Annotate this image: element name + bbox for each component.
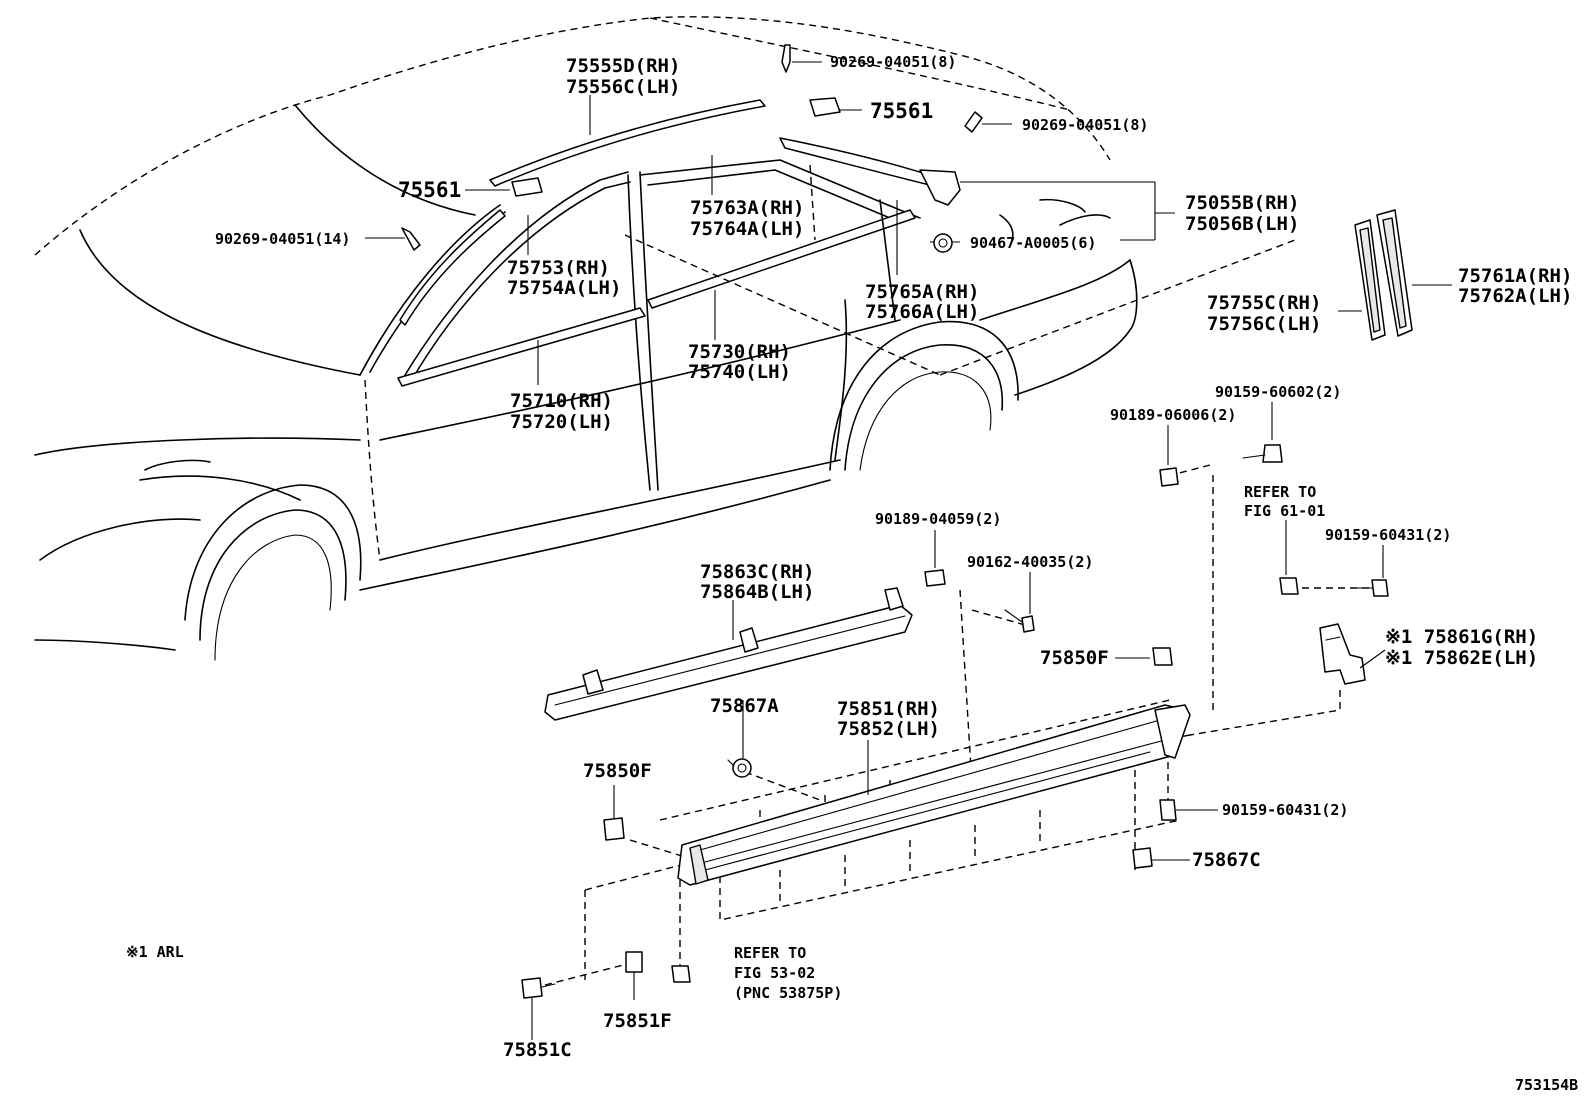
- label-fig-53-02: FIG 53-02: [734, 964, 815, 982]
- label-75851: 75851(RH): [837, 698, 940, 720]
- label-75762a: 75762A(LH): [1458, 285, 1572, 307]
- label-75867c: 75867C: [1192, 849, 1261, 871]
- label-90189-04059: 90189-04059(2): [875, 510, 1001, 528]
- label-75851c: 75851C: [503, 1039, 572, 1061]
- label-75765a: 75765A(RH): [865, 281, 979, 303]
- label-75850f-left: 75850F: [583, 760, 652, 782]
- label-75761a: 75761A(RH): [1458, 265, 1572, 287]
- label-90159-60602: 90159-60602(2): [1215, 383, 1341, 401]
- label-75740: 75740(LH): [688, 361, 791, 383]
- label-75753: 75753(RH): [507, 257, 610, 279]
- label-90159-60431-right: 90159-60431(2): [1325, 526, 1451, 544]
- label-refer-to-61: REFER TO: [1244, 483, 1316, 501]
- figure-id: 753154B: [1515, 1076, 1578, 1094]
- car-body-outline: [34, 16, 1296, 661]
- step-garnish: [544, 587, 913, 721]
- label-75756c: 75756C(LH): [1207, 313, 1321, 335]
- label-75730: 75730(RH): [688, 341, 791, 363]
- lower-fasteners: [521, 444, 1389, 999]
- label-75867a: 75867A: [710, 695, 779, 717]
- upper-leader-lines: [365, 61, 1452, 385]
- label-75754a: 75754A(LH): [507, 277, 621, 299]
- label-75755c: 75755C(RH): [1207, 292, 1321, 314]
- footnote-arl: ※1 ARL: [126, 943, 184, 961]
- pillar-garnish-pieces: [1354, 209, 1413, 341]
- label-90162-40035: 90162-40035(2): [967, 553, 1093, 571]
- label-75766a: 75766A(LH): [865, 301, 979, 323]
- label-75710: 75710(RH): [510, 390, 613, 412]
- label-90269-left: 90269-04051(14): [215, 230, 350, 248]
- label-75561-top: 75561: [870, 99, 933, 123]
- upper-fasteners: [401, 44, 983, 253]
- label-75764a: 75764A(LH): [690, 218, 804, 240]
- label-75864b: 75864B(LH): [700, 581, 814, 603]
- label-75862e: ※1 75862E(LH): [1385, 647, 1538, 669]
- callout-labels: 75555D(RH) 75556C(LH) 90269-04051(8) 755…: [126, 53, 1578, 1094]
- label-90269-top: 90269-04051(8): [830, 53, 956, 71]
- label-75556c: 75556C(LH): [566, 76, 680, 98]
- label-75055b: 75055B(RH): [1185, 192, 1299, 214]
- label-pnc-53875p: (PNC 53875P): [734, 984, 842, 1002]
- label-75850f-right: 75850F: [1040, 647, 1109, 669]
- label-90269-right: 90269-04051(8): [1022, 116, 1148, 134]
- label-75863c: 75863C(RH): [700, 561, 814, 583]
- label-75763a: 75763A(RH): [690, 197, 804, 219]
- label-75056b: 75056B(LH): [1185, 213, 1299, 235]
- lower-leader-lines: [531, 402, 1386, 1040]
- label-75861g: ※1 75861G(RH): [1385, 626, 1538, 648]
- label-90467: 90467-A0005(6): [970, 234, 1096, 252]
- label-75851f: 75851F: [603, 1010, 672, 1032]
- label-90159-60431-center: 90159-60431(2): [1222, 801, 1348, 819]
- label-refer-to-53: REFER TO: [734, 944, 806, 962]
- label-90189-06006: 90189-06006(2): [1110, 406, 1236, 424]
- rocker-panel: [677, 704, 1191, 886]
- rocker-bracket: [1319, 623, 1366, 685]
- label-fig-61-01: FIG 61-01: [1244, 502, 1325, 520]
- label-75561-left: 75561: [398, 178, 461, 202]
- label-75555d: 75555D(RH): [566, 55, 680, 77]
- lower-assembly-lines: [544, 464, 1370, 986]
- label-75852: 75852(LH): [837, 718, 940, 740]
- label-75720: 75720(LH): [510, 411, 613, 433]
